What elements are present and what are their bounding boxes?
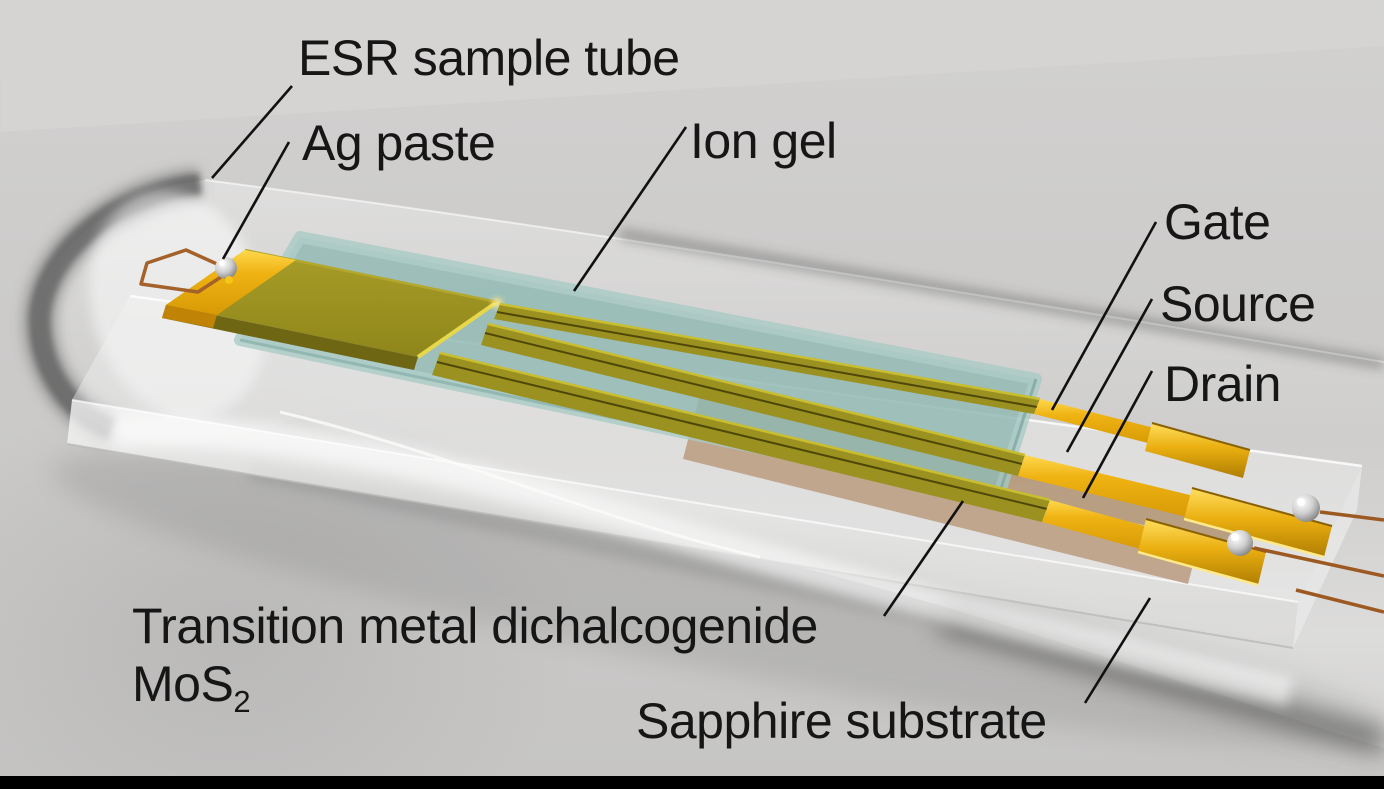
label-esr-sample-tube: ESR sample tube [298, 30, 680, 86]
leader-drain [1081, 370, 1154, 499]
bottom-black-bar [0, 776, 1384, 789]
label-drain: Drain [1164, 356, 1281, 412]
label-tmd: Transition metal dichalcogenide [132, 598, 818, 654]
slab-shadow [248, 461, 942, 627]
wire-bond-glint [225, 276, 233, 284]
ag-paste-ball-drain [1227, 530, 1253, 556]
drain-electrode [432, 351, 1267, 587]
leader-ag-paste [221, 141, 291, 260]
label-source: Source [1160, 276, 1316, 332]
ball-specular [1297, 498, 1305, 506]
ag-paste-ball-source [1292, 494, 1320, 522]
label-sapphire-substrate: Sapphire substrate [636, 693, 1047, 749]
leader-ion-gel [572, 126, 688, 292]
label-gate: Gate [1164, 194, 1271, 250]
leader-gate [1050, 221, 1158, 411]
tube-top-edge-shadow [619, 230, 1384, 368]
ball-specular [219, 260, 225, 266]
copper-wire-drain [1253, 546, 1384, 578]
label-ion-gel: Ion gel [690, 113, 837, 169]
label-ag-paste: Ag paste [302, 115, 496, 171]
copper-wire-gate [1295, 588, 1384, 614]
gate-electrode [494, 302, 1251, 478]
leader-sapphire [1083, 597, 1152, 704]
leader-source [1065, 298, 1154, 453]
leader-tmd [882, 500, 965, 617]
tube-floor-shadow [52, 453, 1384, 747]
ball-specular [1231, 533, 1239, 541]
copper-wire-source [1319, 510, 1384, 522]
mos2-base: MoS [132, 656, 234, 712]
tube-front-wall-edge [279, 410, 761, 559]
label-mos2: MoS2 [132, 656, 251, 717]
leader-lines [211, 85, 1158, 704]
mos2-subscript: 2 [233, 684, 251, 719]
ag-paste-ball-left [215, 257, 237, 279]
leader-esr-tube [211, 85, 293, 179]
copper-wire-left [139, 248, 222, 294]
source-electrode [481, 322, 1333, 559]
